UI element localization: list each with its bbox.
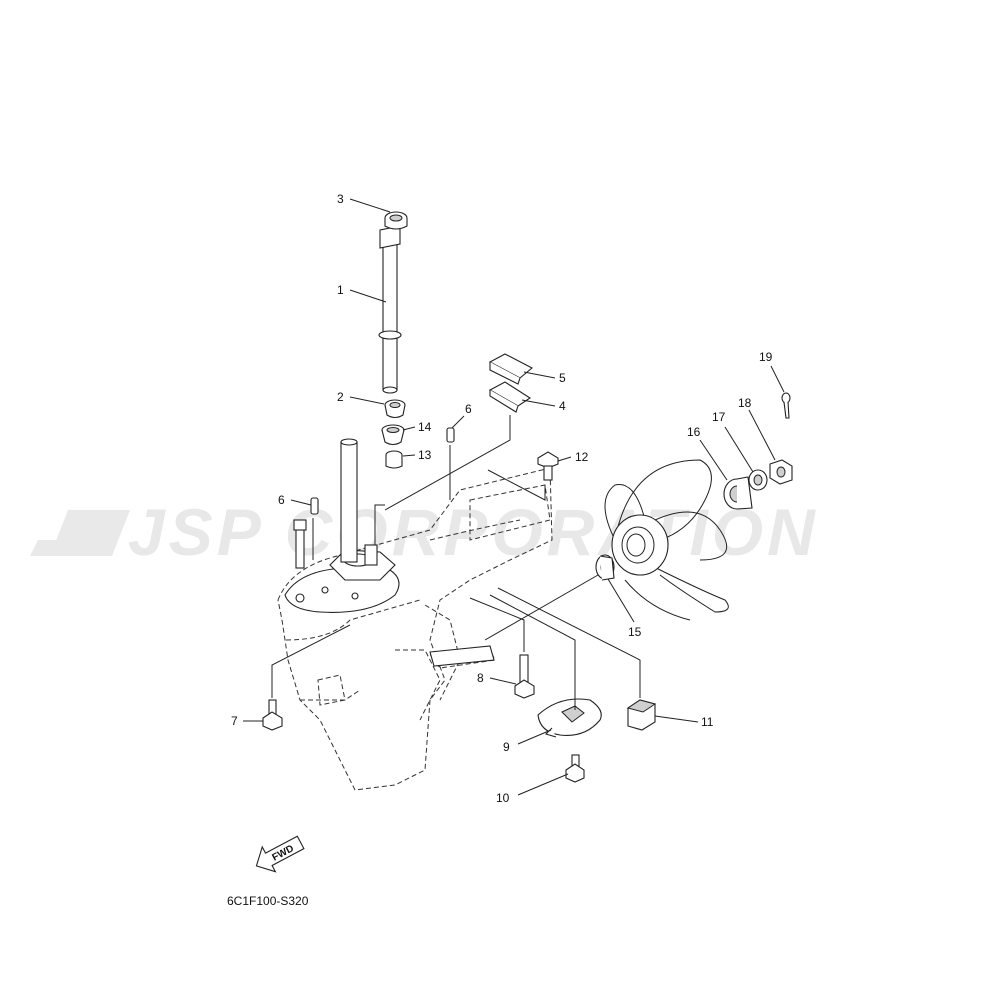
assembly-guide-lines <box>271 415 641 710</box>
part-15-thrust-washer[interactable] <box>595 554 615 581</box>
watermark: JSP CORPORATION <box>30 495 819 569</box>
part-11-anode[interactable] <box>626 699 657 731</box>
callout-labels: 3 1 2 14 13 6 6 5 4 12 7 8 9 10 11 15 16… <box>231 192 773 805</box>
callout-5: 5 <box>559 371 566 385</box>
callout-12: 12 <box>575 450 589 464</box>
propeller[interactable] <box>604 459 729 621</box>
part-13-collar[interactable] <box>385 450 403 469</box>
part-19-cotter-pin[interactable] <box>781 392 791 419</box>
callout-18: 18 <box>738 396 752 410</box>
watermark-text: JSP CORPORATION <box>128 495 819 569</box>
callout-10: 10 <box>496 791 510 805</box>
callout-15: 15 <box>628 625 642 639</box>
watermark-logo-mark <box>30 510 130 556</box>
part-6-dowel-pin-upper[interactable] <box>446 427 455 443</box>
callout-8: 8 <box>477 671 484 685</box>
callout-13: 13 <box>418 448 432 462</box>
part-6-dowel-pin-lower[interactable] <box>310 497 319 515</box>
part-9-trim-tab[interactable] <box>537 698 602 738</box>
diagram-code: 6C1F100-S320 <box>227 894 309 908</box>
callout-14: 14 <box>418 420 432 434</box>
part-2-seal[interactable] <box>384 399 406 419</box>
part-4-rubber-seal[interactable] <box>488 381 532 413</box>
leader-lines <box>243 198 785 796</box>
part-5-rubber-seal[interactable] <box>488 353 533 385</box>
callout-11: 11 <box>701 715 714 729</box>
arrow-left-icon <box>255 835 305 873</box>
part-14-grommet[interactable] <box>381 424 405 446</box>
part-1-water-tube[interactable] <box>378 225 402 394</box>
callout-4: 4 <box>559 399 566 413</box>
callout-7: 7 <box>231 714 238 728</box>
fwd-label: FWD <box>270 843 295 863</box>
callout-3: 3 <box>337 192 344 206</box>
callout-1: 1 <box>337 283 344 297</box>
callout-19: 19 <box>759 350 773 364</box>
callout-6-lower: 6 <box>278 493 285 507</box>
part-7-bolt[interactable] <box>262 699 283 731</box>
callout-16: 16 <box>687 425 701 439</box>
fwd-direction-badge: FWD <box>255 835 305 873</box>
part-16-spacer[interactable] <box>723 476 753 510</box>
callout-2: 2 <box>337 390 344 404</box>
part-12-bolt[interactable] <box>537 451 559 481</box>
callout-17: 17 <box>712 410 726 424</box>
part-10-bolt[interactable] <box>565 754 585 783</box>
callout-6-upper: 6 <box>465 402 472 416</box>
part-3-grommet[interactable] <box>384 211 408 230</box>
lower-unit-housing <box>277 438 553 791</box>
part-18-castle-nut[interactable] <box>769 459 793 485</box>
callout-9: 9 <box>503 740 510 754</box>
part-8-bolt[interactable] <box>514 654 535 699</box>
part-17-washer[interactable] <box>748 469 768 491</box>
